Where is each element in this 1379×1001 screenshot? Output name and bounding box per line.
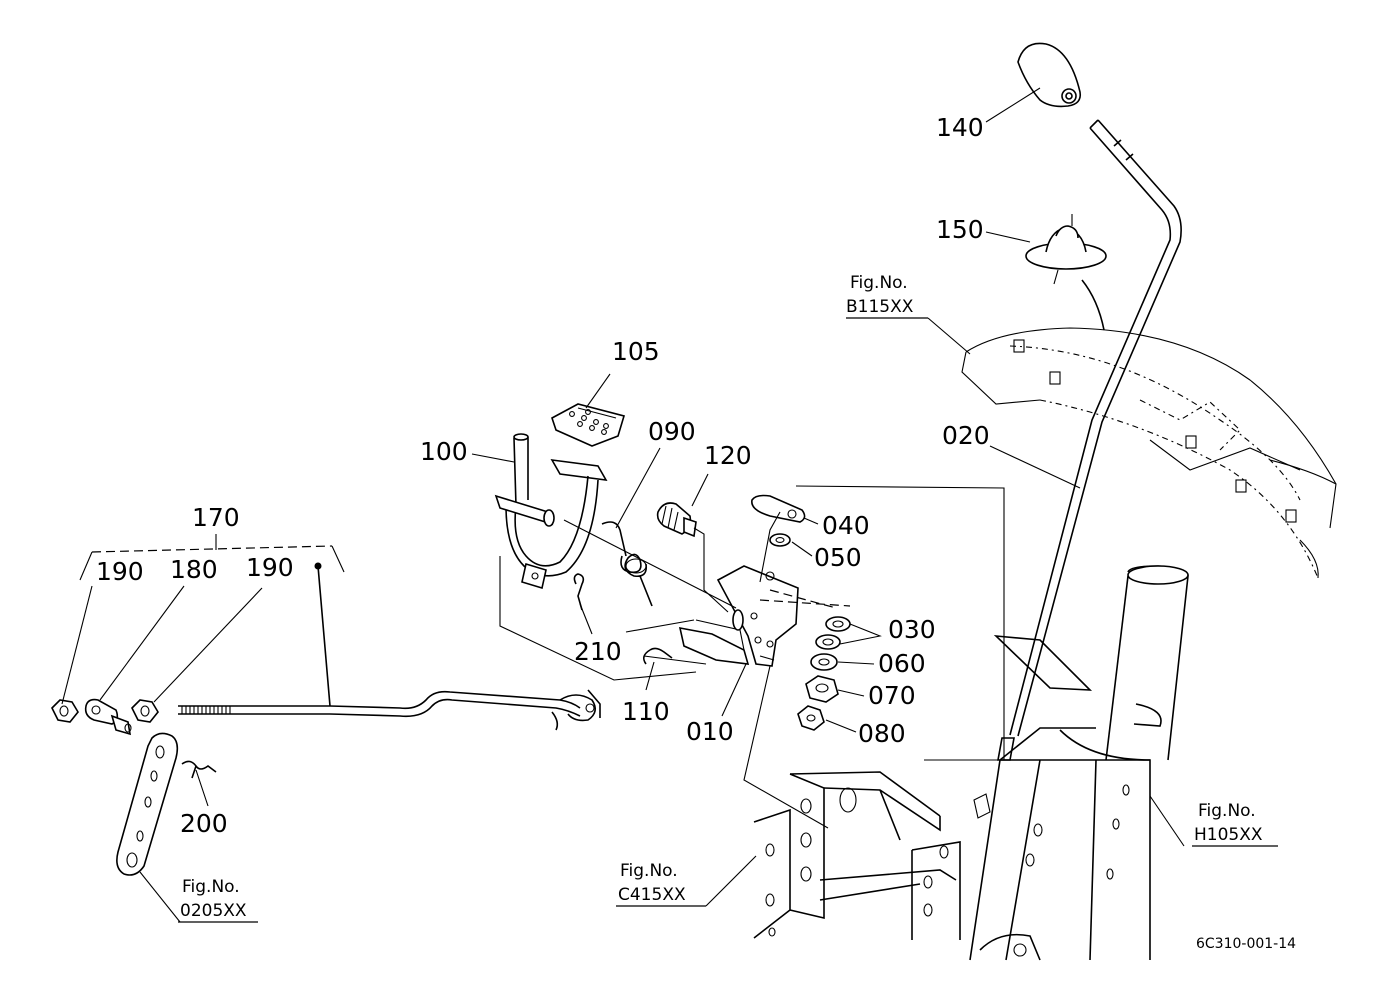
fig-ref-0205-title: Fig.No. <box>182 877 240 897</box>
fender-panel <box>961 327 1337 579</box>
part-label-210: 210 <box>574 637 622 666</box>
washer-050 <box>769 533 791 547</box>
pedal-arm <box>494 433 608 590</box>
washers-030 <box>815 616 851 650</box>
part-label-100: 100 <box>420 437 468 466</box>
fig-ref-c415-title: Fig.No. <box>620 861 678 881</box>
switch <box>656 502 729 613</box>
part-label-020: 020 <box>942 421 990 450</box>
fig-ref-b115-title: Fig.No. <box>850 273 908 293</box>
plate-040 <box>751 494 806 523</box>
chassis-frame <box>753 771 961 940</box>
lever-boot <box>1025 214 1107 331</box>
part-label-105: 105 <box>612 337 660 366</box>
part-label-010: 010 <box>686 717 734 746</box>
part-label-030: 030 <box>888 615 936 644</box>
drawing-code: 6C310-001-14 <box>1196 936 1296 952</box>
part-label-120: 120 <box>704 441 752 470</box>
part-label-190-left: 190 <box>96 557 144 586</box>
joint-180 <box>84 698 132 736</box>
nut-190-left <box>51 699 79 723</box>
part-label-050: 050 <box>814 543 862 572</box>
part-label-200: 200 <box>180 809 228 838</box>
pedal-pad <box>551 403 626 447</box>
pedal-bracket <box>678 565 799 667</box>
clip-200 <box>181 760 217 779</box>
control-rod <box>178 689 601 731</box>
part-label-060: 060 <box>878 649 926 678</box>
part-label-170: 170 <box>192 503 240 532</box>
nut-190-right <box>131 699 159 723</box>
fig-ref-c415-code: C415XX <box>618 885 686 905</box>
part-label-110: 110 <box>622 697 670 726</box>
snap-pin <box>573 573 585 611</box>
reference-underlines <box>178 317 1278 923</box>
part-label-140: 140 <box>936 113 984 142</box>
part-label-070: 070 <box>868 681 916 710</box>
nut-070 <box>805 675 839 703</box>
steering-column-frame <box>969 565 1189 961</box>
fig-ref-0205-code: 0205XX <box>180 901 247 921</box>
leader-lines <box>61 87 1185 923</box>
part-label-090: 090 <box>648 417 696 446</box>
part-label-180: 180 <box>170 555 218 584</box>
fig-ref-h105-code: H105XX <box>1194 825 1263 845</box>
return-spring <box>601 521 653 607</box>
part-label-080: 080 <box>858 719 906 748</box>
part-label-150: 150 <box>936 215 984 244</box>
alignment-lines <box>499 485 1005 829</box>
link-plate <box>116 732 179 876</box>
nut-080 <box>797 705 825 731</box>
shift-lever-knob <box>1017 42 1082 108</box>
fig-ref-b115-code: B115XX <box>846 297 914 317</box>
fig-ref-h105-title: Fig.No. <box>1198 801 1256 821</box>
group-bracket-170 <box>79 534 345 707</box>
part-label-040: 040 <box>822 511 870 540</box>
part-label-190-right: 190 <box>246 553 294 582</box>
washer-060 <box>810 653 838 671</box>
